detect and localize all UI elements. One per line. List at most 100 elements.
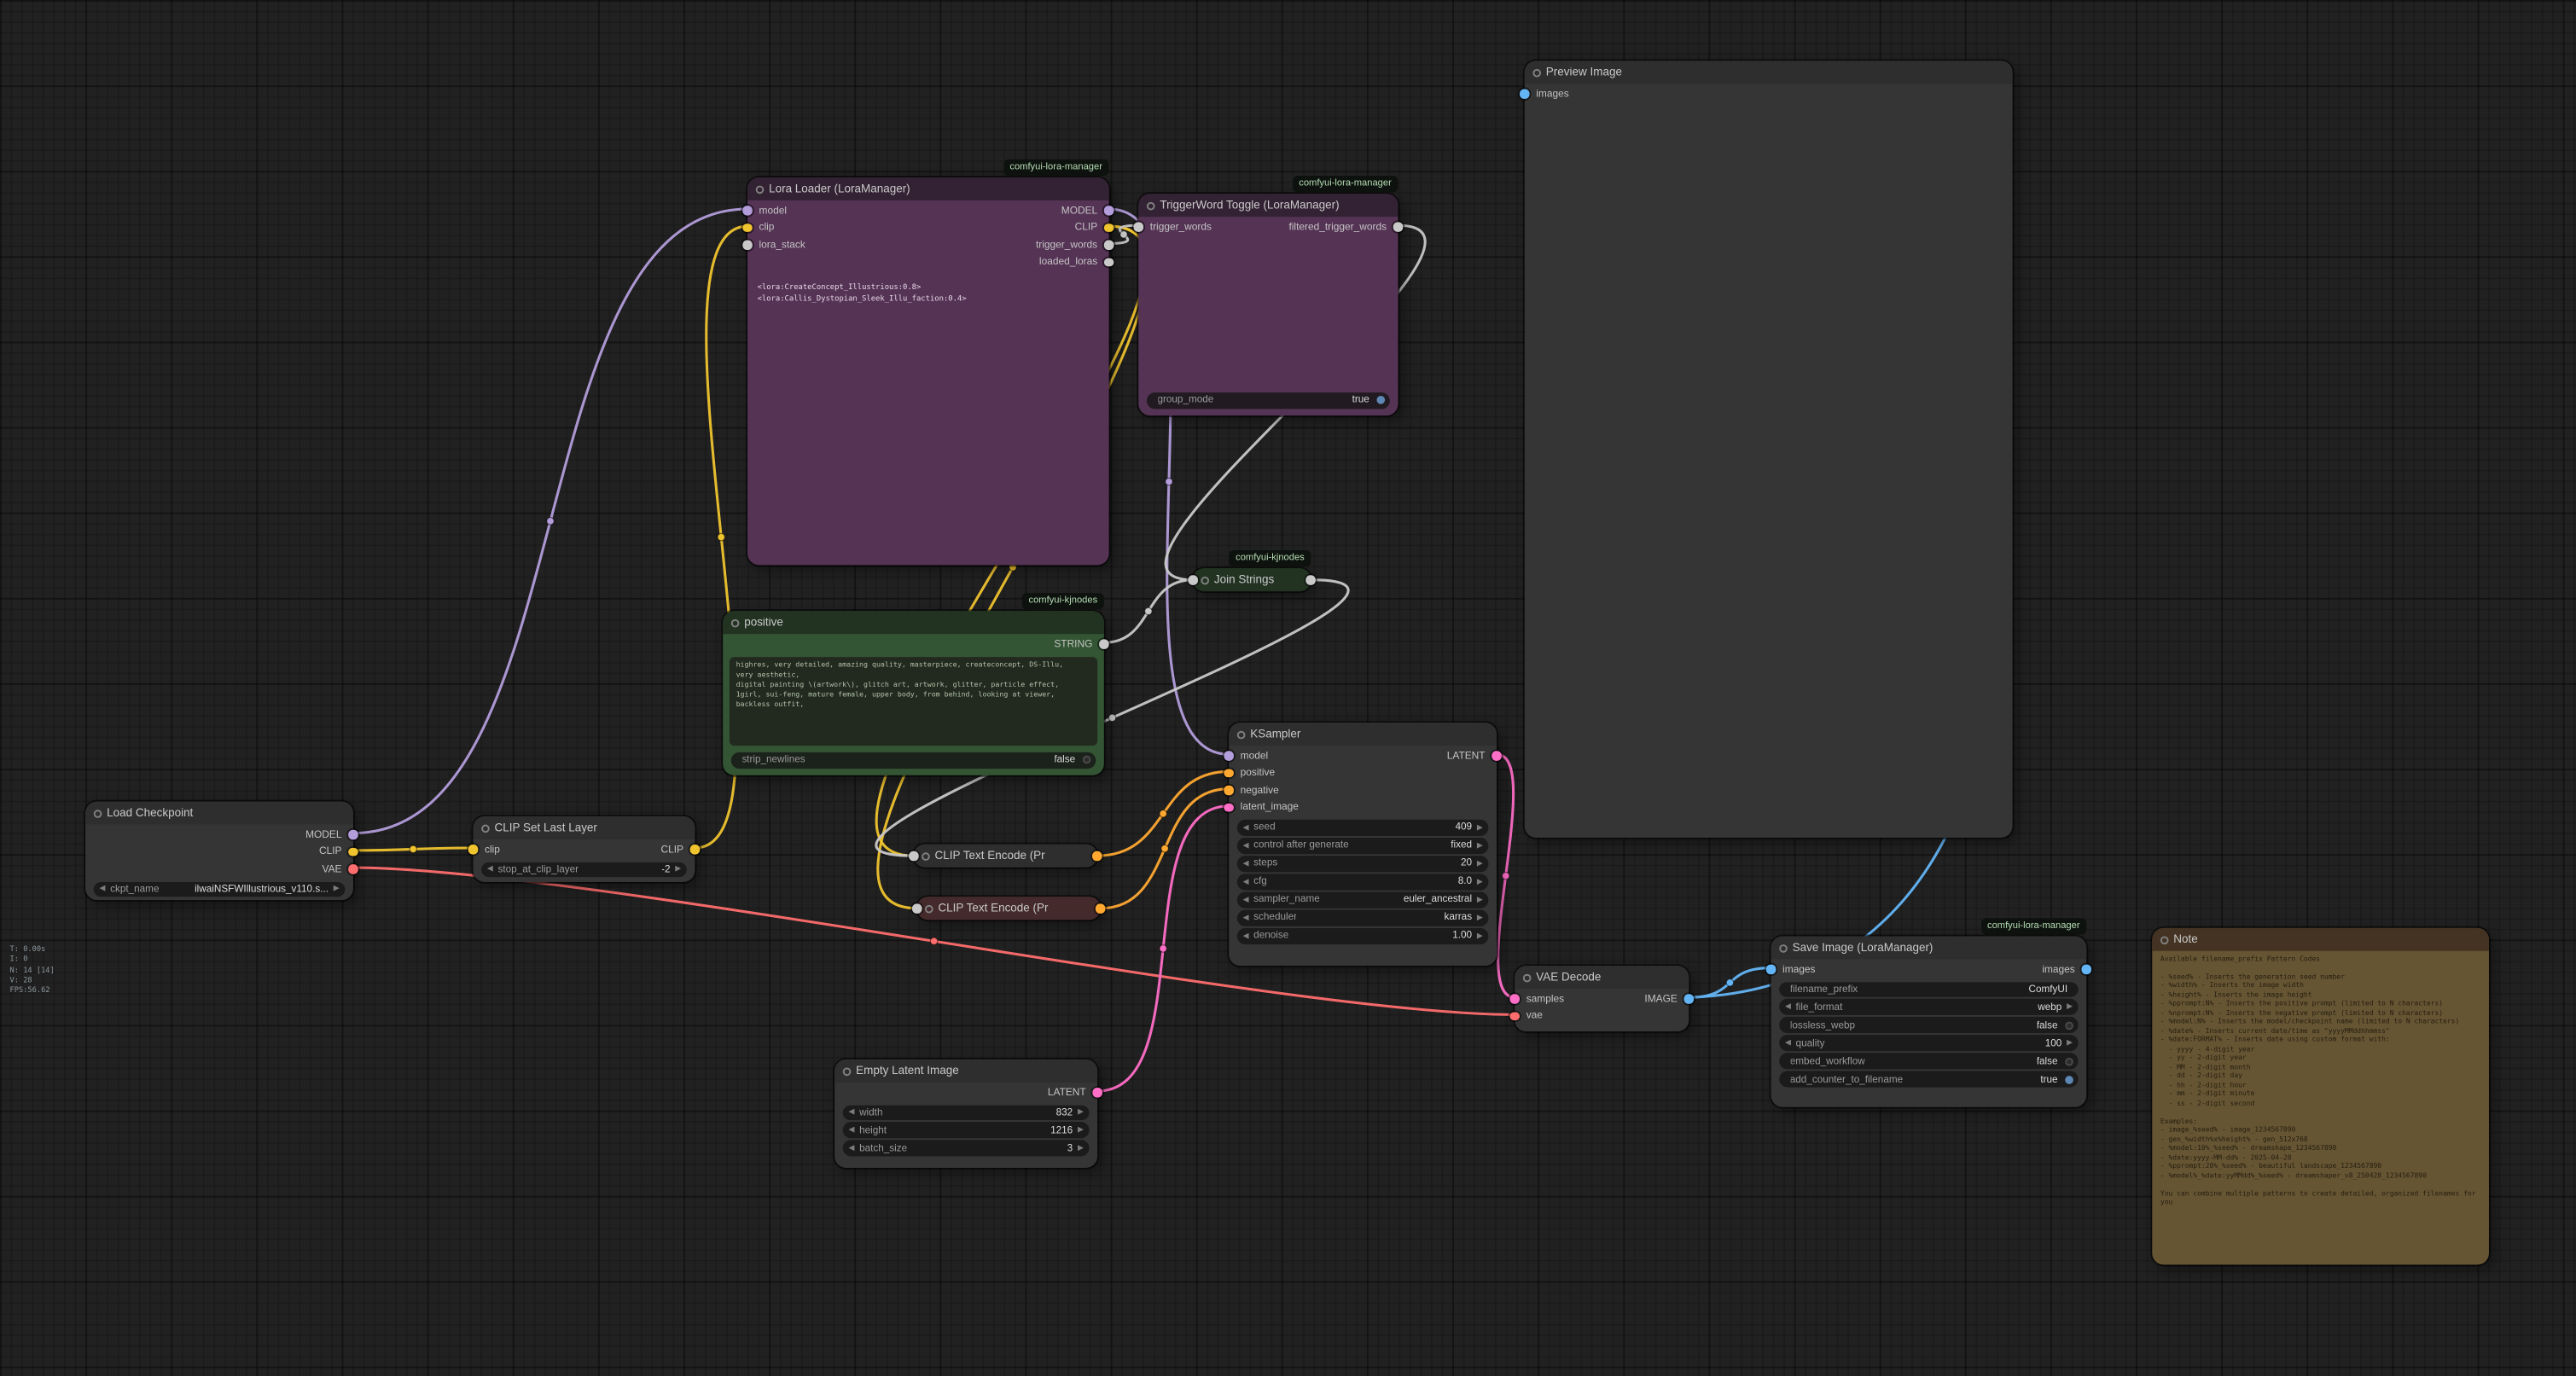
empty-latent-image-output-LATENT-dot[interactable] xyxy=(1092,1088,1102,1098)
decrement-arrow-icon[interactable]: ◀ xyxy=(1784,1002,1791,1011)
decrement-arrow-icon[interactable]: ◀ xyxy=(1242,876,1249,885)
clip-set-last-layer-widget-stop_at_clip_layer[interactable]: ◀stop_at_clip_layer-2▶ xyxy=(481,861,687,878)
decrement-arrow-icon[interactable]: ◀ xyxy=(848,1125,855,1135)
collapse-dot-icon[interactable] xyxy=(755,184,765,194)
vae-decode-input-vae-dot[interactable] xyxy=(1509,1011,1520,1021)
triggerword-toggle-input-trigger_words-dot[interactable] xyxy=(1133,222,1143,232)
titlebar-positive[interactable]: positive xyxy=(723,611,1104,635)
titlebar-vae-decode[interactable]: VAE Decode xyxy=(1515,966,1689,990)
lora-loader-output-trigger_words-dot[interactable] xyxy=(1104,240,1114,250)
collapse-dot-icon[interactable] xyxy=(1236,729,1246,739)
decrement-arrow-icon[interactable]: ◀ xyxy=(1242,858,1249,868)
collapse-dot-icon[interactable] xyxy=(93,809,102,817)
triggerword-toggle-output-filtered_trigger_words-dot[interactable] xyxy=(1393,222,1403,232)
titlebar-clip-text-encode-1[interactable]: CLIP Text Encode (Pr xyxy=(913,844,1098,868)
vae-decode-input-samples-dot[interactable] xyxy=(1509,994,1520,1004)
decrement-arrow-icon[interactable]: ◀ xyxy=(1242,840,1249,850)
clip-text-encode-2-input-dot[interactable] xyxy=(911,903,922,914)
collapse-dot-icon[interactable] xyxy=(1522,972,1532,982)
decrement-arrow-icon[interactable]: ◀ xyxy=(486,864,493,873)
decrement-arrow-icon[interactable]: ◀ xyxy=(1242,822,1249,831)
increment-arrow-icon[interactable]: ▶ xyxy=(1476,912,1483,921)
titlebar-lora-loader[interactable]: Lora Loader (LoraManager) xyxy=(747,177,1109,200)
collapse-dot-icon[interactable] xyxy=(2160,935,2169,944)
toggle-dot-icon[interactable] xyxy=(2064,1075,2073,1084)
save-image-output-images-dot[interactable] xyxy=(2081,965,2091,974)
decrement-arrow-icon[interactable]: ◀ xyxy=(1242,912,1249,921)
increment-arrow-icon[interactable]: ▶ xyxy=(1077,1143,1084,1152)
collapse-dot-icon[interactable] xyxy=(1532,67,1542,77)
titlebar-empty-latent-image[interactable]: Empty Latent Image xyxy=(834,1059,1098,1083)
titlebar-ksampler[interactable]: KSampler xyxy=(1229,723,1497,746)
clip-set-last-layer-output-CLIP-dot[interactable] xyxy=(690,845,700,855)
vae-decode-output-IMAGE-dot[interactable] xyxy=(1683,994,1694,1004)
node-clip-text-encode-1[interactable]: CLIP Text Encode (Pr xyxy=(909,844,1102,868)
preview-image-input-images-dot[interactable] xyxy=(1520,89,1530,99)
titlebar-preview-image[interactable]: Preview Image xyxy=(1524,61,2013,84)
increment-arrow-icon[interactable]: ▶ xyxy=(1476,931,1483,939)
positive-output-STRING-dot[interactable] xyxy=(1099,639,1109,649)
titlebar-triggerword-toggle[interactable]: TriggerWord Toggle (LoraManager) xyxy=(1138,194,1398,218)
clip-text-encode-2-output-dot[interactable] xyxy=(1096,903,1106,914)
increment-arrow-icon[interactable]: ▶ xyxy=(675,864,682,873)
increment-arrow-icon[interactable]: ▶ xyxy=(1476,876,1483,885)
increment-arrow-icon[interactable]: ▶ xyxy=(1476,858,1483,868)
load-checkpoint-output-CLIP-dot[interactable] xyxy=(348,847,358,857)
save-image-input-images-dot[interactable] xyxy=(1766,965,1776,974)
toggle-dot-icon[interactable] xyxy=(1081,756,1090,764)
load-checkpoint-output-VAE-dot[interactable] xyxy=(348,864,358,874)
collapse-dot-icon[interactable] xyxy=(1779,943,1788,952)
increment-arrow-icon[interactable]: ▶ xyxy=(1476,894,1483,903)
titlebar-load-checkpoint[interactable]: Load Checkpoint xyxy=(85,801,353,825)
lora-loader-output-MODEL-dot[interactable] xyxy=(1104,206,1114,216)
collapse-dot-icon[interactable] xyxy=(842,1066,852,1076)
join-strings-input-dot[interactable] xyxy=(1188,575,1198,585)
increment-arrow-icon[interactable]: ▶ xyxy=(1077,1107,1084,1116)
lora-loader-input-model-dot[interactable] xyxy=(742,206,753,216)
increment-arrow-icon[interactable]: ▶ xyxy=(2067,1002,2073,1011)
toggle-dot-icon[interactable] xyxy=(2064,1021,2073,1030)
increment-arrow-icon[interactable]: ▶ xyxy=(1476,840,1483,850)
titlebar-clip-set-last-layer[interactable]: CLIP Set Last Layer xyxy=(473,816,695,839)
lora-loader-output-CLIP-dot[interactable] xyxy=(1104,223,1114,233)
positive-body[interactable]: highres, very detailed, amazing quality,… xyxy=(729,656,1098,746)
ksampler-output-LATENT-dot[interactable] xyxy=(1492,751,1502,761)
node-clip-text-encode-2[interactable]: CLIP Text Encode (Pr xyxy=(911,897,1106,920)
decrement-arrow-icon[interactable]: ◀ xyxy=(1242,894,1249,903)
decrement-arrow-icon[interactable]: ◀ xyxy=(1784,1038,1791,1047)
clip-set-last-layer-input-clip-dot[interactable] xyxy=(468,845,478,855)
collapse-dot-icon[interactable] xyxy=(730,618,740,627)
collapse-dot-icon[interactable] xyxy=(1201,575,1210,584)
toggle-dot-icon[interactable] xyxy=(1375,396,1385,405)
increment-arrow-icon[interactable]: ▶ xyxy=(1476,822,1483,831)
collapse-dot-icon[interactable] xyxy=(922,851,930,860)
clip-text-encode-1-input-dot[interactable] xyxy=(909,851,918,861)
titlebar-join-strings[interactable]: Join Strings xyxy=(1192,568,1311,592)
clip-text-encode-1-output-dot[interactable] xyxy=(1092,851,1102,861)
lora-loader-input-lora_stack-dot[interactable] xyxy=(742,240,753,250)
collapse-dot-icon[interactable] xyxy=(481,823,490,833)
